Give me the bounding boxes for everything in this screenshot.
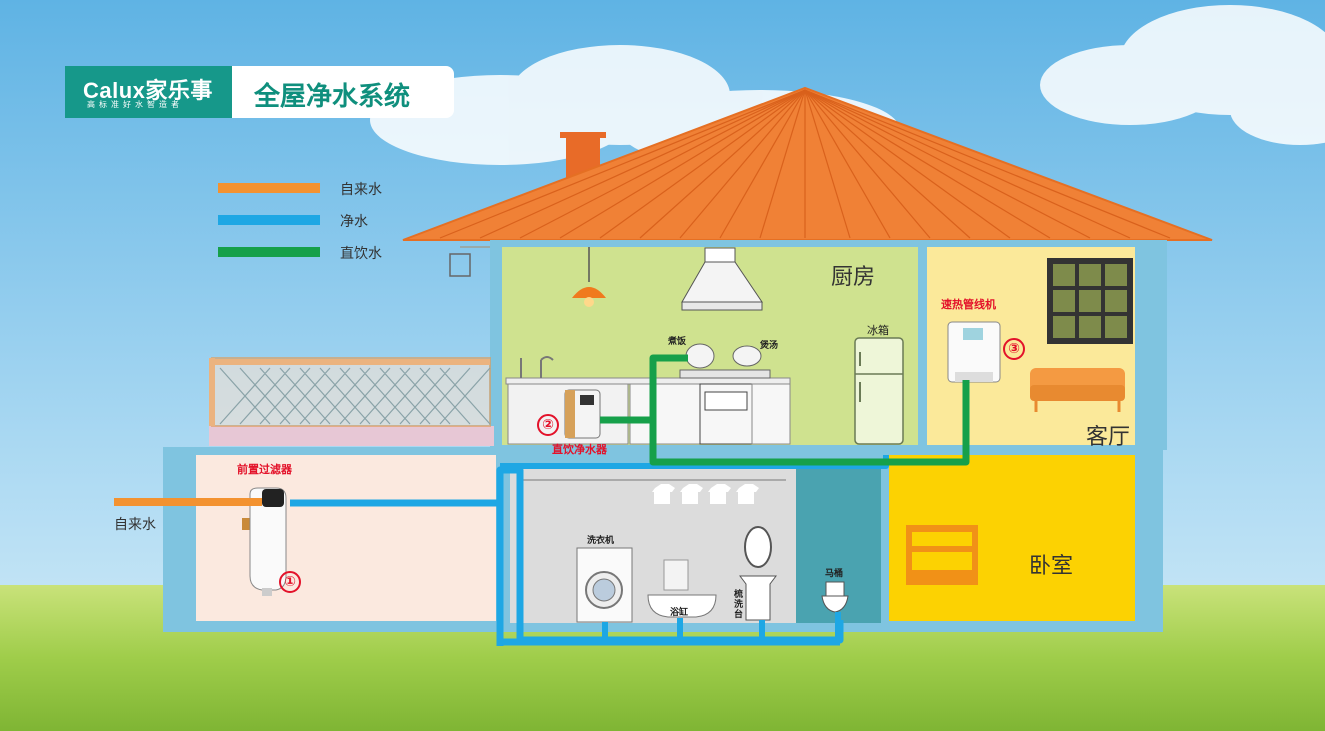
page-title: 全屋净水系统 xyxy=(254,82,411,112)
pre-filter-number: ① xyxy=(279,571,301,593)
washer-label: 洗衣机 xyxy=(587,536,615,546)
clothes xyxy=(652,484,759,504)
clouds xyxy=(370,5,1325,170)
legend-swatch-tap xyxy=(218,183,320,193)
drink-water-pipe xyxy=(600,354,688,424)
bed xyxy=(906,525,978,585)
kitchen-lamp xyxy=(572,287,606,298)
washing-machine xyxy=(576,547,633,623)
range-hood xyxy=(681,247,763,311)
brand-name: Calux家乐事 xyxy=(83,78,213,103)
bathtub-label: 浴缸 xyxy=(670,608,689,618)
pre-filter-device xyxy=(242,487,287,596)
purifier-device xyxy=(564,389,601,439)
kitchen-label: 厨房 xyxy=(831,265,876,290)
legend-label-drink: 直饮水 xyxy=(340,246,382,262)
heater-label: 速热管线机 xyxy=(941,298,996,311)
soup-label: 煲汤 xyxy=(760,341,779,351)
legend-swatch-drink xyxy=(218,247,320,257)
purifier-label: 直饮净水器 xyxy=(552,443,607,456)
fridge-label: 冰箱 xyxy=(867,324,889,337)
shower-head xyxy=(449,253,471,277)
washbasin-label: 梳洗台 xyxy=(734,590,744,620)
heater-number: ③ xyxy=(1003,338,1025,360)
living-room-label: 客厅 xyxy=(1086,425,1131,450)
inlet-label: 自来水 xyxy=(114,517,156,533)
legend-label-tap: 自来水 xyxy=(340,182,382,198)
purifier-number: ② xyxy=(537,414,559,436)
roof-rafters xyxy=(439,89,1171,239)
heater-device xyxy=(947,321,1001,383)
brand-logo: Calux家乐事 高标准好水智造者 xyxy=(65,66,232,118)
balcony-fence xyxy=(209,357,491,427)
rice-cooker-label: 煮饭 xyxy=(668,337,687,347)
chimney xyxy=(560,132,606,178)
window xyxy=(1047,258,1133,344)
entry-room xyxy=(196,455,496,621)
balcony-floor xyxy=(209,426,494,446)
pre-filter-label: 前置过滤器 xyxy=(237,463,292,476)
bathtub xyxy=(647,559,717,618)
bedroom-label: 卧室 xyxy=(1029,554,1074,579)
fridge xyxy=(854,337,904,445)
toilet-label: 马桶 xyxy=(825,569,844,579)
sofa xyxy=(1030,368,1125,412)
legend-label-pure: 净水 xyxy=(340,214,368,230)
stove-pots xyxy=(679,343,771,379)
washbasin xyxy=(739,526,777,621)
legend-swatch-pure xyxy=(218,215,320,225)
toilet xyxy=(821,581,849,613)
title-banner: 全屋净水系统 xyxy=(232,66,454,118)
brand-tagline: 高标准好水智造者 xyxy=(87,100,183,109)
